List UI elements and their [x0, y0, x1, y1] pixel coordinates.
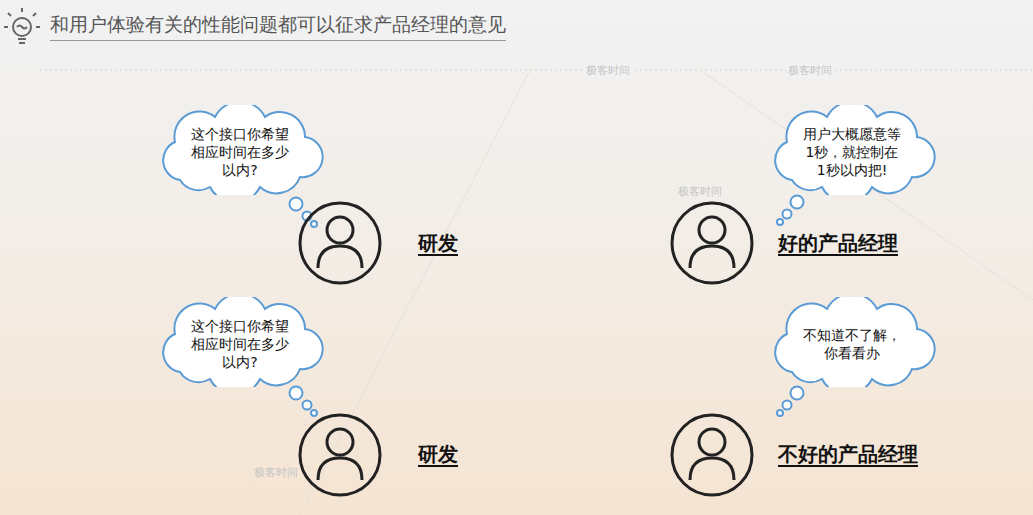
watermark: 极客时间	[786, 63, 834, 78]
thought-dots	[290, 196, 804, 417]
person-icon	[300, 415, 380, 495]
cloud-text: 这个接口你希望相应时间在多少以内?	[191, 125, 289, 180]
role-label: 研发	[418, 230, 458, 257]
speech-cloud: 这个接口你希望相应时间在多少以内?	[140, 297, 340, 387]
speech-cloud: 用户大概愿意等1秒，就控制在1秒以内把!	[752, 105, 952, 195]
speech-cloud: 不知道不了解，你看看办	[752, 297, 952, 387]
watermark: 极客时间	[676, 184, 724, 199]
slide-title: 和用户体验有关的性能问题都可以征求产品经理的意见	[50, 12, 506, 41]
role-label: 研发	[418, 441, 458, 468]
guide-line	[300, 70, 530, 515]
cloud-text: 用户大概愿意等1秒，就控制在1秒以内把!	[803, 125, 901, 180]
role-label: 不好的产品经理	[778, 441, 918, 468]
person-icon	[672, 203, 752, 283]
person-icon	[672, 415, 752, 495]
divider-line	[40, 70, 1033, 71]
person-icon	[300, 203, 380, 283]
lightbulb-icon	[4, 8, 40, 43]
role-label: 好的产品经理	[778, 230, 898, 257]
cloud-text: 这个接口你希望相应时间在多少以内?	[191, 317, 289, 372]
speech-cloud: 这个接口你希望相应时间在多少以内?	[140, 105, 340, 195]
watermark: 极客时间	[252, 465, 300, 480]
watermark: 极客时间	[584, 63, 632, 78]
cloud-text: 不知道不了解，你看看办	[803, 326, 901, 362]
guide-line	[700, 70, 1033, 300]
